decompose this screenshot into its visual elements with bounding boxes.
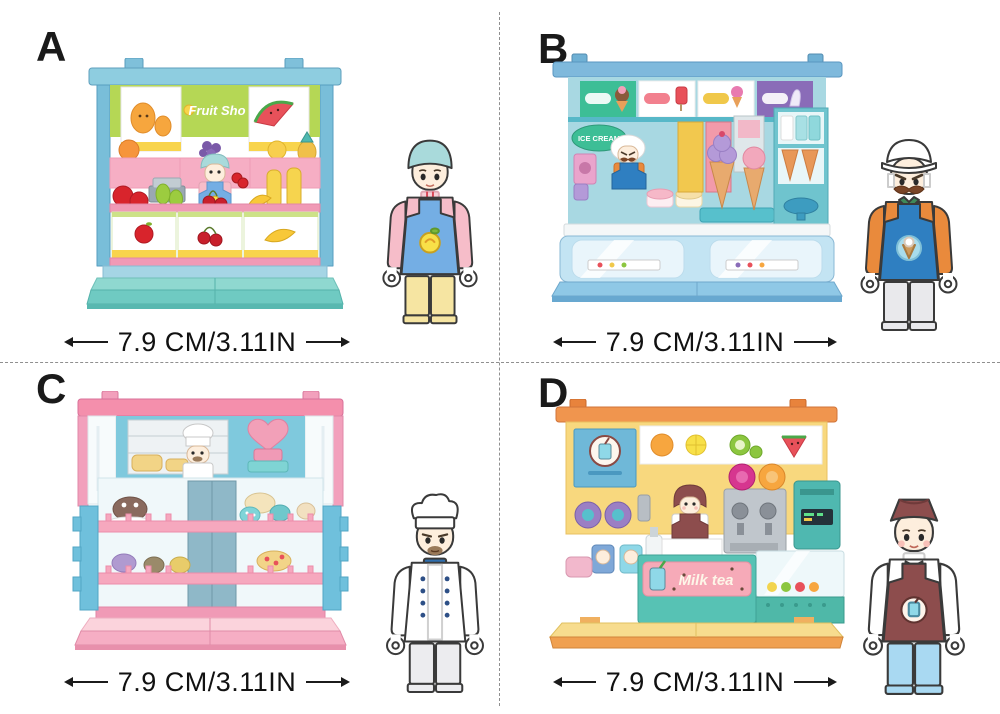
- milk-tea-clerk: [661, 484, 723, 558]
- dimension-arrow-right: [828, 337, 838, 347]
- milk-tea-shop-minifigure: [863, 498, 965, 695]
- figure-legs: [886, 642, 914, 687]
- fruit-shop-illustration: Fruit Sho: [86, 58, 344, 309]
- dimension-arrow-left: [64, 337, 73, 347]
- bakery-shop-minifigure: [386, 493, 484, 693]
- milk-tea-sign-text: Milk tea: [678, 572, 733, 589]
- milk-tea-display-case: [755, 550, 845, 624]
- fruit-shop-base: [86, 265, 344, 309]
- dimension-arrow-right: [828, 677, 838, 687]
- heart-cake: [247, 418, 289, 473]
- fruit-shop-bins: [109, 203, 321, 267]
- ice-cream-shop-minifigure: [860, 139, 958, 331]
- panel-a-dimension: 7.9 CM/3.11IN: [64, 326, 351, 358]
- dimension-arrow-left: [64, 677, 73, 687]
- macarons: [646, 188, 703, 208]
- blush: [898, 540, 905, 548]
- flat-cap: [886, 139, 932, 163]
- panel-b-dimension: 7.9 CM/3.11IN: [553, 326, 838, 358]
- ice-cream-base: [551, 281, 843, 302]
- ice-cream-clerk: [610, 134, 647, 190]
- beanie-hat: [407, 139, 453, 170]
- milk-tea-shop-illustration: Milk tea: [548, 399, 845, 649]
- ice-cream-sign-text: ICE CREAM: [578, 134, 620, 143]
- panel-c-dimension: 7.9 CM/3.11IN: [64, 666, 351, 698]
- ice-cream-menu-tiles: [568, 80, 826, 122]
- milk-tea-logo-board: [573, 428, 637, 488]
- dimension-arrow-left: [553, 677, 562, 687]
- milk-tea-register: [793, 480, 841, 550]
- ice-cream-shelf-unit: [773, 107, 829, 225]
- bakery-shop-illustration: [72, 391, 349, 650]
- mustache: [893, 185, 925, 195]
- ice-cream-cones-display: [699, 131, 775, 223]
- ice-cream-display-case: [559, 223, 835, 283]
- figure-legs: [404, 275, 430, 317]
- bakery-display-case: [95, 477, 326, 619]
- fruit-shop-top-fruits: [118, 131, 317, 164]
- dimension-arrow-left: [553, 337, 562, 347]
- milk-tea-counter: Milk tea: [637, 554, 757, 624]
- garrison-cap: [889, 498, 939, 522]
- horizontal-dashed-divider: [0, 362, 1000, 363]
- bakery-base: [74, 617, 347, 650]
- coat-buttons: [420, 576, 450, 618]
- fruit-shop-banner: Fruit Sho: [110, 85, 320, 152]
- panel-a-label: A: [36, 23, 67, 70]
- figure-legs: [408, 642, 435, 685]
- vertical-dashed-divider: [499, 12, 500, 706]
- fruit-shop-sign-text: Fruit Sho: [188, 103, 245, 118]
- panel-d-dimension: 7.9 CM/3.11IN: [553, 666, 838, 698]
- dimension-arrow-right: [341, 677, 351, 687]
- milk-tea-machines: [723, 463, 787, 554]
- bakery-chef: [182, 423, 214, 484]
- bakery-side-pillars: [72, 505, 349, 611]
- dimension-arrow-right: [341, 337, 351, 347]
- figure-legs: [883, 281, 909, 323]
- fruit-shop-minifigure: [382, 139, 478, 325]
- milk-tea-left-shelf: [565, 494, 663, 578]
- milk-tea-fruit-banner: [639, 425, 823, 465]
- panel-c-label: C: [36, 365, 67, 412]
- ice-cream-shop-illustration: ICE CREAM: [551, 53, 843, 302]
- milk-tea-base: [548, 617, 845, 649]
- chef-toque: [411, 493, 459, 520]
- ice-cream-machine: [573, 153, 597, 201]
- goatee: [427, 546, 443, 556]
